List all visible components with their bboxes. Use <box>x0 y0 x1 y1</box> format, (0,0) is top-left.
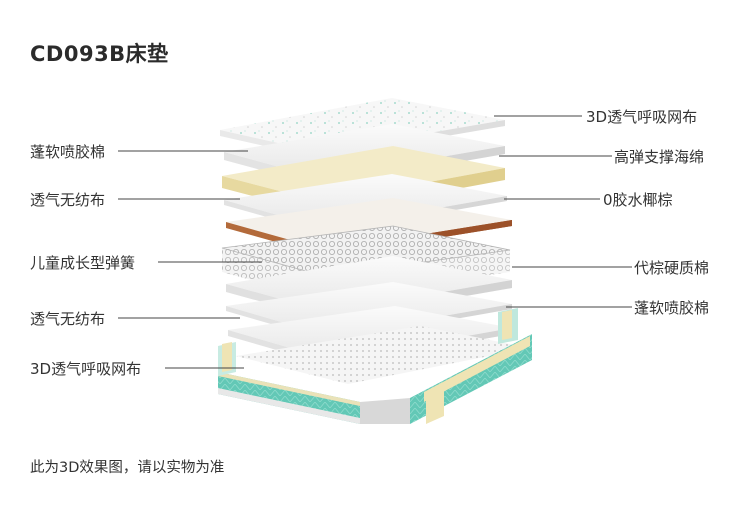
label-left-nonwoven-2: 透气无纺布 <box>30 310 106 328</box>
leader-lines <box>118 115 632 369</box>
label-right-high-elastic-sponge: 高弹支撑海绵 <box>614 148 705 166</box>
label-right-soft-cotton: 蓬软喷胶棉 <box>634 299 710 317</box>
label-left-soft-cotton-1: 蓬软喷胶棉 <box>30 143 106 161</box>
label-right-coir: 0胶水椰棕 <box>603 191 673 209</box>
disclaimer-note: 此为3D效果图，请以实物为准 <box>30 460 225 476</box>
label-right-3d-mesh: 3D透气呼吸网布 <box>586 108 698 126</box>
label-left-3d-mesh: 3D透气呼吸网布 <box>30 360 142 378</box>
label-left-nonwoven-1: 透气无纺布 <box>30 191 106 209</box>
layer-bottom-mesh-frame <box>218 308 532 424</box>
label-right-hard-cotton: 代棕硬质棉 <box>634 259 710 277</box>
label-left-springs: 儿童成长型弹簧 <box>30 254 136 272</box>
page-title: CD093B床垫 <box>30 42 169 66</box>
